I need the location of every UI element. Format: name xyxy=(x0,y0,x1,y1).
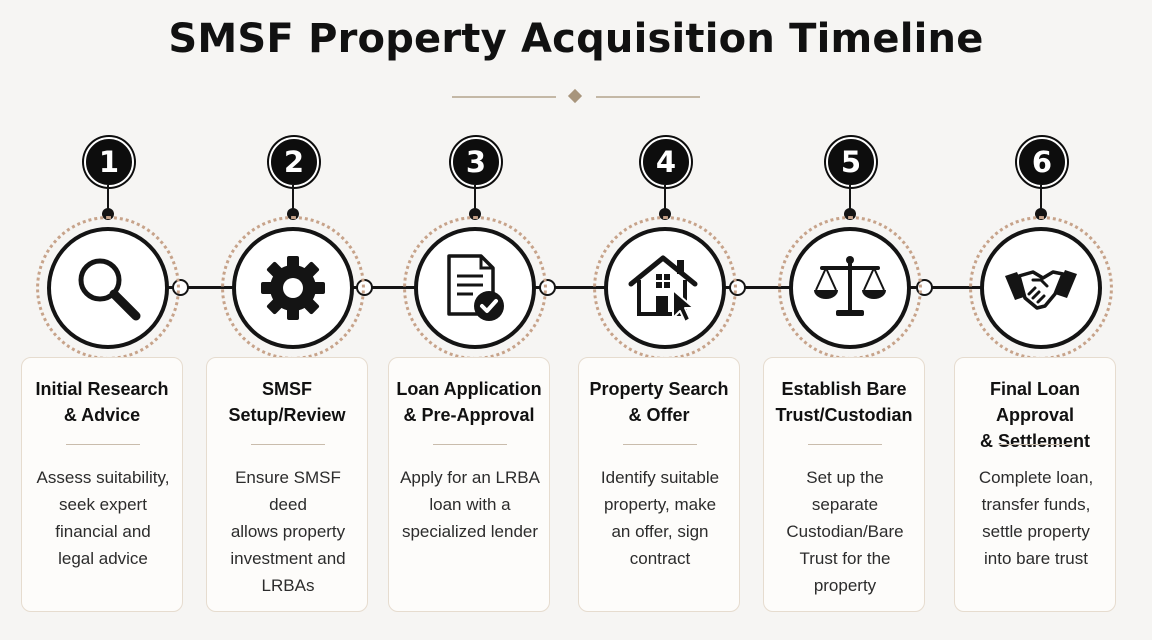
scales-icon xyxy=(814,256,886,316)
step-icon-circle xyxy=(232,227,354,349)
step-icon-circle xyxy=(47,227,169,349)
card-divider xyxy=(999,444,1073,445)
step-number-badge: 1 xyxy=(84,137,134,187)
step-stem xyxy=(664,185,666,212)
step-description: Ensure SMSF deed allows property investm… xyxy=(230,468,346,595)
step-description: Complete loan, transfer funds, settle pr… xyxy=(978,468,1094,568)
timeline-line xyxy=(100,286,1050,289)
timeline-step-1: 1 Initial Research & Advice Assess suita… xyxy=(20,0,196,640)
step-icon-circle xyxy=(789,227,911,349)
step-description: Set up the separate Custodian/Bare Trust… xyxy=(786,468,904,595)
divider-line-right xyxy=(596,96,700,98)
timeline-step-6: 6 Final Loan Approval & Settlement Compl… xyxy=(953,0,1129,640)
step-stem xyxy=(292,185,294,212)
step-description: Identify suitable property, make an offe… xyxy=(600,468,720,568)
step-icon-circle xyxy=(414,227,536,349)
step-number-badge: 5 xyxy=(826,137,876,187)
step-icon-circle xyxy=(980,227,1102,349)
step-stem xyxy=(849,185,851,212)
handshake-icon xyxy=(1005,270,1077,310)
step-stem xyxy=(107,185,109,212)
gear-icon xyxy=(261,256,325,320)
card-divider xyxy=(66,444,140,445)
timeline-step-2: 2 SMSF Setup/Review Ensure SMSF deed all… xyxy=(205,0,381,640)
step-description: Assess suitability, seek expert financia… xyxy=(36,468,170,568)
step-stem xyxy=(1040,185,1042,212)
step-title: Initial Research & Advice xyxy=(35,379,169,425)
step-card: Loan Application & Pre-Approval Apply fo… xyxy=(388,357,550,612)
step-card: Final Loan Approval & Settlement Complet… xyxy=(954,357,1116,612)
step-title: Property Search & Offer xyxy=(589,379,729,425)
step-card: Property Search & Offer Identify suitabl… xyxy=(578,357,740,612)
step-card: Establish Bare Trust/Custodian Set up th… xyxy=(763,357,925,612)
magnifying-glass-icon xyxy=(78,258,141,321)
document-check-icon xyxy=(447,254,504,321)
card-divider xyxy=(251,444,325,445)
step-number-badge: 2 xyxy=(269,137,319,187)
step-title: SMSF Setup/Review xyxy=(228,379,346,425)
timeline-step-5: 5 Establish Bare Trust/Custodian Set up … xyxy=(762,0,938,640)
step-card: Initial Research & Advice Assess suitabi… xyxy=(21,357,183,612)
step-title: Final Loan Approval & Settlement xyxy=(979,379,1091,451)
step-number-badge: 4 xyxy=(641,137,691,187)
step-title: Loan Application & Pre-Approval xyxy=(396,379,542,425)
step-icon-circle xyxy=(604,227,726,349)
step-card: SMSF Setup/Review Ensure SMSF deed allow… xyxy=(206,357,368,612)
step-title: Establish Bare Trust/Custodian xyxy=(775,379,913,425)
card-divider xyxy=(433,444,507,445)
step-stem xyxy=(474,185,476,212)
step-number-badge: 6 xyxy=(1017,137,1067,187)
timeline-step-4: 4 Property Search & Offer Identify suita… xyxy=(577,0,753,640)
divider-line-left xyxy=(452,96,556,98)
house-cursor-icon xyxy=(628,255,698,323)
card-divider xyxy=(808,444,882,445)
step-number-badge: 3 xyxy=(451,137,501,187)
card-divider xyxy=(623,444,697,445)
title-divider xyxy=(452,86,700,108)
step-description: Apply for an LRBA loan with a specialize… xyxy=(400,468,540,541)
timeline-step-3: 3 Loan Application & Pre-Approval Apply … xyxy=(387,0,563,640)
page-title: SMSF Property Acquisition Timeline xyxy=(168,16,984,62)
